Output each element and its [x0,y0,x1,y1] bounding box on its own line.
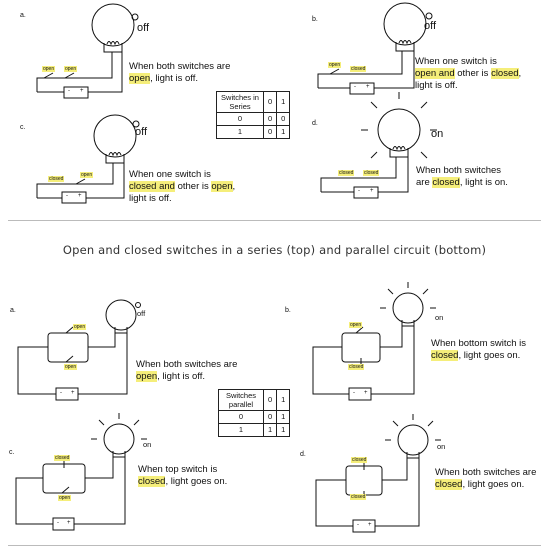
parallel-table-cell: 1 [276,410,291,424]
series-c-switch2-label: open [80,172,94,178]
parallel-table-cell: 1 [276,423,291,437]
parallel-c-bulb-icon [103,423,135,455]
series-b-circuit [317,2,433,95]
parallel-c-battery-plus: + [67,520,71,526]
parallel-b-letter: b. [285,307,291,314]
series-c-switch1-label: closed [48,176,65,182]
top-divider [8,220,541,221]
parallel-a-description: When both switches are open, light is of… [136,359,238,382]
series-d-battery-plus: + [370,188,374,194]
parallel-a-letter: a. [10,307,16,314]
series-c-state: off [135,126,148,138]
figure-caption: Open and closed switches in a series (to… [62,243,487,257]
series-d-circuit [320,92,437,199]
parallel-table-cell: 0 [218,410,264,424]
parallel-d-description: When both switches are closed, light goe… [435,467,537,490]
parallel-c-circuit [15,413,147,531]
parallel-d-state: on [437,442,446,451]
series-d-state: on [431,128,444,140]
parallel-a-state: off [137,309,146,318]
parallel-table-header-1: 1 [276,389,291,411]
parallel-table-cell: 1 [262,423,278,437]
parallel-b-description: When bottom switch is closed, light goes… [431,338,527,361]
series-a-switch2-label: open [64,66,78,72]
series-table-header-1: 1 [276,91,291,113]
parallel-a-switch2-label: open [64,364,78,370]
parallel-c-state: on [143,440,152,449]
series-c-bulb-icon [93,114,137,158]
series-a-description: When both switches are open, light is of… [129,61,231,84]
series-truth-table: Switches in Series 0 1 0 0 0 1 0 1 [216,91,291,139]
series-a-bulb-icon [91,3,135,47]
series-d-switch1-label: closed [338,170,355,176]
series-d-switch2-label: closed [363,170,380,176]
parallel-b-state: on [435,313,444,322]
parallel-table-cell: 0 [262,410,278,424]
parallel-b-battery-plus: + [364,390,368,396]
parallel-d-switch1-label: closed [351,457,368,463]
parallel-a-battery-plus: + [71,390,75,396]
series-table-cell: 0 [262,112,278,126]
series-b-battery-minus: - [354,84,356,90]
series-d-bulb-icon [377,108,421,152]
parallel-b-battery-minus: - [353,390,355,396]
series-c-description: When one switch is closed and other is o… [129,169,236,204]
series-table-cell: 1 [216,125,264,139]
series-a-circuit [36,3,139,99]
parallel-table-cell: 1 [218,423,264,437]
parallel-a-switch1-label: open [73,324,87,330]
series-d-battery-minus: - [358,188,360,194]
series-b-state: off [424,20,437,32]
series-d-letter: d. [312,120,318,127]
series-table-header-0: 0 [262,91,278,113]
parallel-c-switch1-label: closed [54,455,71,461]
parallel-c-switch2-label: open [58,495,72,501]
parallel-b-circuit [312,282,436,401]
series-a-battery-plus: + [80,88,84,94]
series-c-battery-plus: + [78,193,82,199]
series-table-cell: 1 [276,125,291,139]
bottom-divider [8,545,541,546]
parallel-truth-table: Switches parallel 0 1 0 0 1 1 1 1 [218,389,291,437]
parallel-d-circuit [315,414,441,533]
series-table-cell: 0 [216,112,264,126]
series-a-letter: a. [20,12,26,19]
parallel-d-battery-plus: + [368,522,372,528]
parallel-b-bulb-icon [392,292,424,324]
parallel-c-battery-minus: - [57,520,59,526]
parallel-a-bulb-icon [105,299,137,331]
parallel-b-switch2-label: closed [348,364,365,370]
series-b-battery-plus: + [366,84,370,90]
series-b-switch2-label: closed [350,66,367,72]
series-c-letter: c. [20,124,26,131]
series-a-battery-minus: - [68,88,70,94]
parallel-table-header-0: 0 [262,389,278,411]
parallel-a-battery-minus: - [60,390,62,396]
parallel-a-circuit [17,299,141,401]
series-b-switch1-label: open [328,62,342,68]
series-d-description: When both switches are closed, light is … [416,165,508,188]
series-a-state: off [137,22,150,34]
parallel-d-switch2-label: closed [350,494,367,500]
parallel-d-battery-minus: - [357,522,359,528]
series-a-switch1-label: open [42,66,56,72]
series-table-cell: 0 [262,125,278,139]
series-table-header-label: Switches in Series [216,91,264,113]
series-c-battery-minus: - [66,193,68,199]
series-b-description: When one switch is open and other is clo… [415,56,522,91]
parallel-d-bulb-icon [397,424,429,456]
series-table-cell: 0 [276,112,291,126]
series-circuits-svg [36,2,437,204]
series-c-circuit [36,114,140,204]
series-b-bulb-icon [383,2,427,46]
series-b-letter: b. [312,16,318,23]
parallel-table-header-label: Switches parallel [218,389,264,411]
parallel-c-letter: c. [9,449,15,456]
parallel-b-switch1-label: open [349,322,363,328]
parallel-c-description: When top switch is closed, light goes on… [138,464,228,487]
parallel-d-letter: d. [300,451,306,458]
